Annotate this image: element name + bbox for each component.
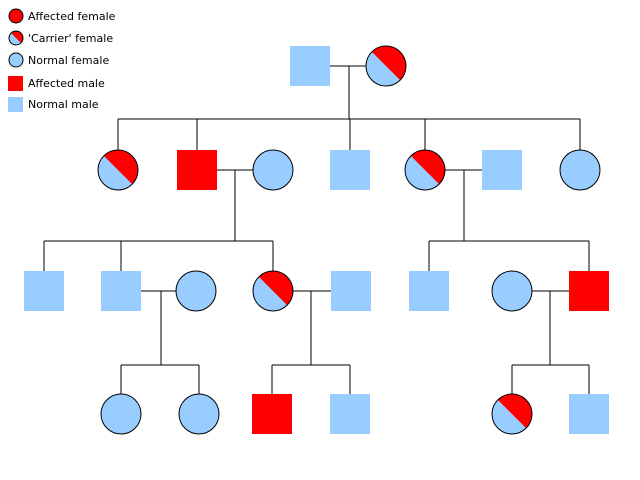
legend-label-normal-male: Normal male xyxy=(28,98,99,111)
individual-gen3-3-normal-female xyxy=(175,270,217,312)
individual-gen4-1-normal-female xyxy=(100,393,142,435)
individual-gen1-1-normal-male xyxy=(290,46,330,86)
individual-gen2-2-affected-male xyxy=(177,150,217,190)
individual-gen4-2-normal-female xyxy=(178,393,220,435)
individual-gen4-4-normal-male xyxy=(330,394,370,434)
individual-gen2-6-normal-male xyxy=(482,150,522,190)
individual-gen4-5-carrier-female xyxy=(491,393,533,435)
individual-gen2-5-carrier-female xyxy=(404,149,446,191)
normal-male-icon xyxy=(8,97,23,112)
carrier-female-icon xyxy=(8,30,24,46)
affected-female-icon xyxy=(8,8,24,24)
legend: Affected female 'Carrier' female Normal … xyxy=(8,8,116,112)
individual-gen3-1-normal-male xyxy=(24,271,64,311)
individual-gen3-4-carrier-female xyxy=(252,270,294,312)
legend-label-affected-female: Affected female xyxy=(28,10,116,23)
individual-gen2-3-normal-female xyxy=(252,149,294,191)
individual-gen3-5-normal-male xyxy=(331,271,371,311)
legend-label-affected-male: Affected male xyxy=(28,77,105,90)
legend-item-carrier-female: 'Carrier' female xyxy=(8,30,113,46)
individual-gen4-3-affected-male xyxy=(252,394,292,434)
individual-gen3-8-affected-male xyxy=(569,271,609,311)
legend-item-affected-female: Affected female xyxy=(8,8,116,24)
legend-item-normal-male: Normal male xyxy=(8,97,99,112)
individual-gen2-7-normal-female xyxy=(559,149,601,191)
individual-gen1-2-carrier-female xyxy=(365,45,407,87)
pedigree-individuals xyxy=(24,45,609,435)
individual-gen3-2-normal-male xyxy=(101,271,141,311)
legend-label-carrier-female: 'Carrier' female xyxy=(28,32,113,45)
individual-gen2-4-normal-male xyxy=(330,150,370,190)
legend-item-affected-male: Affected male xyxy=(8,76,105,91)
individual-gen4-6-normal-male xyxy=(569,394,609,434)
individual-gen3-7-normal-female xyxy=(491,270,533,312)
individual-gen2-1-carrier-female xyxy=(97,149,139,191)
relationship-lines xyxy=(43,65,590,394)
legend-item-normal-female: Normal female xyxy=(8,52,109,68)
affected-male-icon xyxy=(8,76,23,91)
normal-female-icon xyxy=(8,52,24,68)
individual-gen3-6-normal-male xyxy=(409,271,449,311)
legend-label-normal-female: Normal female xyxy=(28,54,109,67)
